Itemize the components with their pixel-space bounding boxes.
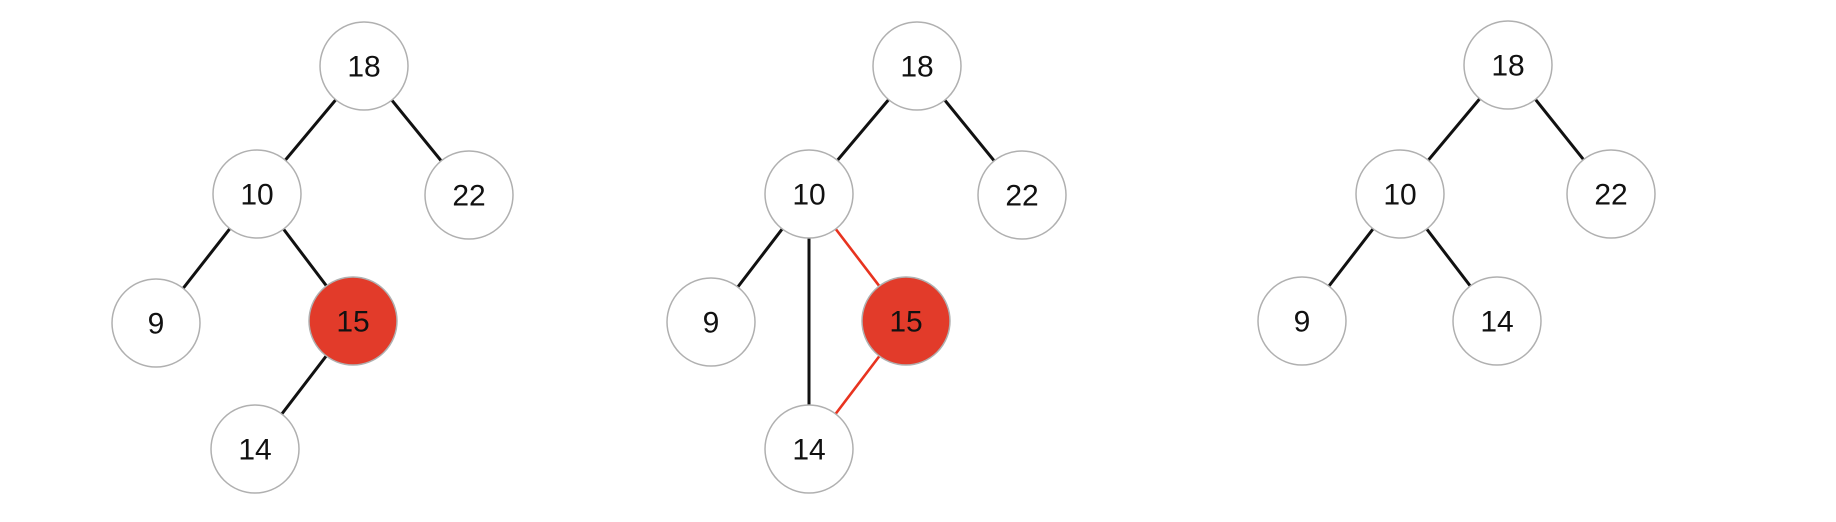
- tree-node-circle: [111, 278, 201, 368]
- tree-node-label: 10: [240, 179, 273, 212]
- tree-node-circle: [666, 277, 756, 367]
- tree-node-circle: [424, 150, 514, 240]
- tree-node-circle: [1355, 149, 1445, 239]
- tree-node-highlighted: 15: [308, 276, 398, 366]
- tree-node-circle: [872, 21, 962, 111]
- tree-node: 14: [1452, 276, 1542, 366]
- tree-node: 14: [764, 404, 854, 494]
- tree-node-highlighted: 15: [861, 276, 951, 366]
- tree-node-circle: [764, 404, 854, 494]
- tree-node-label: 9: [148, 308, 165, 341]
- tree-node-circle: [308, 276, 398, 366]
- tree-node-circle: [977, 150, 1067, 240]
- tree-node-label: 10: [792, 179, 825, 212]
- tree-node-circle: [212, 149, 302, 239]
- tree-node: 9: [111, 278, 201, 368]
- tree-node-circle: [210, 404, 300, 494]
- tree-node: 18: [872, 21, 962, 111]
- tree-node-label: 10: [1383, 179, 1416, 212]
- bst-step3-final-tree-after-deletion: 18 10 22 9 14: [1257, 20, 1656, 366]
- tree-node: 10: [764, 149, 854, 239]
- tree-node-circle: [1566, 149, 1656, 239]
- tree-node-label: 18: [1491, 50, 1524, 83]
- tree-node-label: 15: [336, 306, 369, 339]
- tree-node: 10: [212, 149, 302, 239]
- tree-node-label: 15: [889, 306, 922, 339]
- tree-node: 10: [1355, 149, 1445, 239]
- tree-node-circle: [1257, 276, 1347, 366]
- tree-node: 14: [210, 404, 300, 494]
- tree-node-circle: [319, 21, 409, 111]
- tree-node-circle: [1463, 20, 1553, 110]
- bst-step2-relink-child-remove-15: 18 10 22 9 15 14: [666, 21, 1067, 494]
- tree-node-label: 22: [452, 180, 485, 213]
- tree-node-circle: [1452, 276, 1542, 366]
- tree-node: 22: [424, 150, 514, 240]
- bst-step1-node-15-marked-for-deletion: 18 10 22 9 15 14: [111, 21, 514, 494]
- tree-node-circle: [861, 276, 951, 366]
- tree-node-label: 22: [1005, 180, 1038, 213]
- tree-node: 18: [319, 21, 409, 111]
- tree-node: 22: [1566, 149, 1656, 239]
- tree-node-circle: [764, 149, 854, 239]
- tree-node: 9: [1257, 276, 1347, 366]
- tree-node-label: 14: [238, 434, 271, 467]
- tree-node: 9: [666, 277, 756, 367]
- tree-node-label: 9: [1294, 306, 1311, 339]
- tree-node-label: 9: [703, 307, 720, 340]
- tree-node-label: 18: [900, 51, 933, 84]
- tree-node-label: 18: [347, 51, 380, 84]
- tree-node-label: 14: [1480, 306, 1513, 339]
- tree-node: 22: [977, 150, 1067, 240]
- tree-node: 18: [1463, 20, 1553, 110]
- tree-node-label: 14: [792, 434, 825, 467]
- tree-node-label: 22: [1594, 179, 1627, 212]
